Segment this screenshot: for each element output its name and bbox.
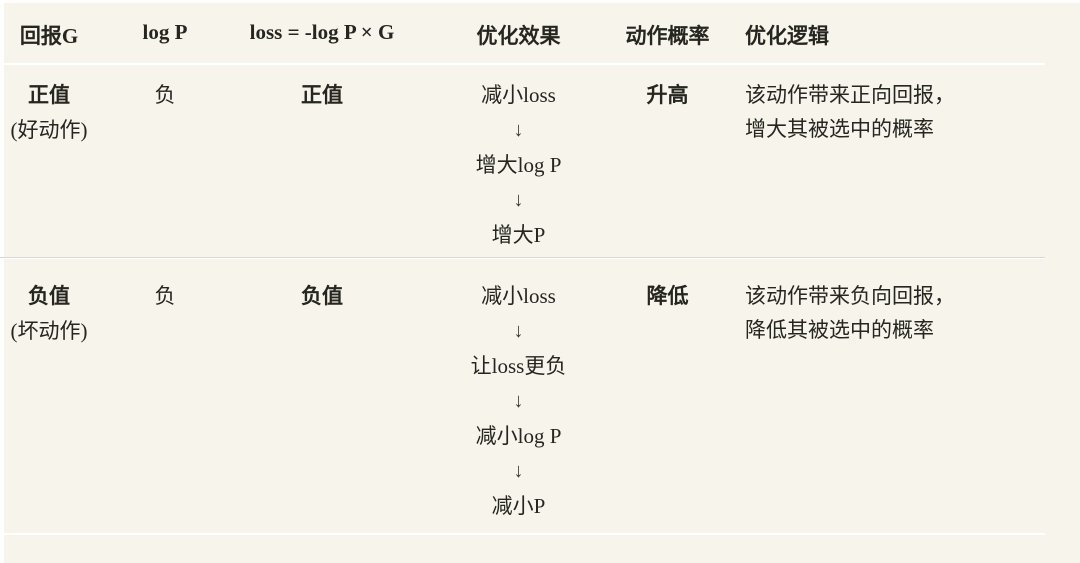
return-note-text: (好动作): [10, 118, 88, 142]
header-divider: [0, 63, 1045, 65]
logic-text-line: 降低其被选中的概率: [745, 318, 934, 342]
row-divider: [0, 257, 1045, 259]
page-edge-top: [0, 0, 1080, 3]
effect-step: 减小P: [491, 494, 546, 518]
column-header-action-probability: 动作概率: [625, 24, 710, 48]
return-note-text: (坏动作): [10, 319, 88, 343]
down-arrow-icon: ↓: [513, 189, 524, 211]
effect-step: 减小loss: [481, 83, 556, 107]
cell-return-value: 正值 (好动作): [0, 78, 98, 257]
cell-action-probability: 升高: [625, 78, 710, 257]
down-arrow-icon: ↓: [513, 390, 524, 412]
return-value-text: 正值: [28, 83, 70, 107]
column-header-return-g: 回报G: [19, 24, 79, 48]
cell-optimization-logic: 该动作带来负向回报， 降低其被选中的概率: [710, 279, 1080, 533]
cell-optimization-effect: 减小loss ↓ 让loss更负 ↓ 减小log P ↓ 减小P: [412, 279, 625, 533]
action-probability-text: 升高: [646, 83, 689, 107]
bottom-divider: [0, 533, 1045, 535]
effect-step: 增大log P: [475, 153, 562, 177]
loss-value-text: 负值: [301, 284, 343, 308]
logic-text-line: 增大其被选中的概率: [745, 117, 934, 141]
down-arrow-icon: ↓: [513, 460, 524, 482]
cell-loss-value: 正值: [232, 78, 412, 257]
cell-optimization-effect: 减小loss ↓ 增大log P ↓ 增大P: [412, 78, 625, 257]
cell-loss-value: 负值: [232, 279, 412, 533]
effect-step: 增大P: [491, 223, 546, 247]
cell-optimization-logic: 该动作带来正向回报， 增大其被选中的概率: [710, 78, 1080, 257]
optimization-table: 回报G log P loss = -log P × G 优化效果 动作概率 优化…: [0, 3, 1080, 535]
cell-action-probability: 降低: [625, 279, 710, 533]
loss-value-text: 正值: [301, 83, 343, 107]
cell-return-value: 负值 (坏动作): [0, 279, 98, 533]
effect-step: 减小loss: [481, 284, 556, 308]
column-header-loss-formula: loss = -log P × G: [249, 20, 395, 44]
effect-step: 减小log P: [475, 424, 562, 448]
column-header-log-p: log P: [142, 20, 188, 44]
column-header-optimization-effect: 优化效果: [476, 24, 561, 48]
action-probability-text: 降低: [646, 284, 689, 308]
table-header-row: 回报G log P loss = -log P × G 优化效果 动作概率 优化…: [0, 3, 1080, 63]
page-edge-left: [0, 0, 4, 563]
log-p-text: 负: [154, 83, 176, 107]
log-p-text: 负: [154, 284, 176, 308]
cell-log-p: 负: [98, 279, 232, 533]
return-value-text: 负值: [28, 284, 70, 308]
logic-text-line: 该动作带来负向回报，: [745, 284, 955, 308]
column-header-optimization-logic: 优化逻辑: [745, 24, 829, 48]
table-row-positive-return: 正值 (好动作) 负 正值 减小loss ↓ 增大log P ↓ 增大P 升高 …: [0, 65, 1080, 257]
down-arrow-icon: ↓: [513, 119, 524, 141]
down-arrow-icon: ↓: [513, 320, 524, 342]
logic-text-line: 该动作带来正向回报，: [745, 83, 955, 107]
table-row-negative-return: 负值 (坏动作) 负 负值 减小loss ↓ 让loss更负 ↓ 减小log P…: [0, 259, 1080, 533]
effect-step: 让loss更负: [470, 354, 567, 378]
cell-log-p: 负: [98, 78, 232, 257]
